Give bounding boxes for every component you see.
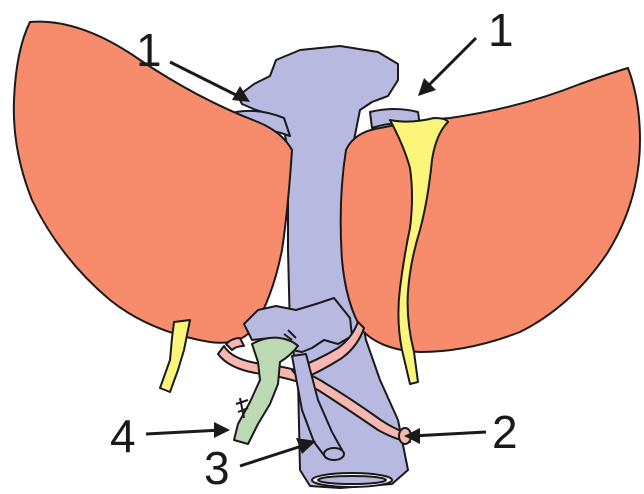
portal-stump — [234, 338, 298, 444]
label-hepatic-vein-right: 1 — [488, 4, 514, 56]
label-hepatic-vein-left: 1 — [136, 24, 162, 76]
label-inner-vessel: 3 — [204, 442, 230, 494]
inner-vessel-opening — [324, 448, 344, 460]
label-artery: 2 — [492, 406, 518, 458]
label-portal-stump: 4 — [110, 410, 136, 462]
vena-cava-opening-inner — [318, 476, 386, 484]
